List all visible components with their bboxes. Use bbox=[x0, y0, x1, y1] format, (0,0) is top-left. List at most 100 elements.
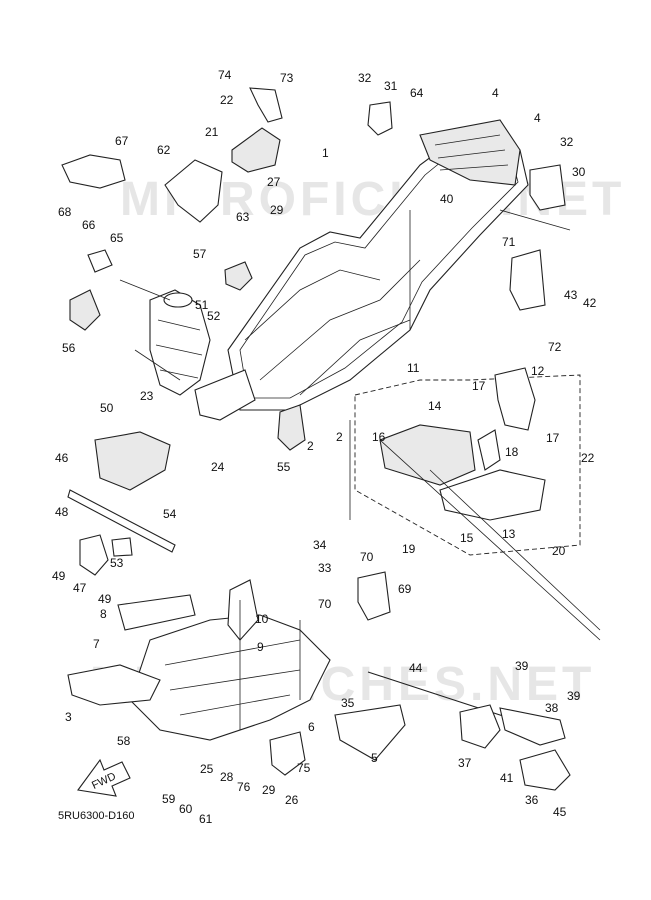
callout-44: 44 bbox=[409, 661, 423, 675]
bracket-46 bbox=[94, 431, 171, 491]
callout-22b: 22 bbox=[581, 451, 595, 465]
diagram-code: 5RU6300-D160 bbox=[58, 810, 134, 822]
callout-48: 48 bbox=[55, 505, 69, 519]
callout-19: 19 bbox=[402, 542, 416, 556]
callout-7: 7 bbox=[93, 637, 100, 651]
callout-34: 34 bbox=[313, 538, 327, 552]
callout-70a: 70 bbox=[360, 550, 374, 564]
callout-24: 24 bbox=[211, 460, 225, 474]
callout-27: 27 bbox=[267, 175, 281, 189]
callout-32b: 32 bbox=[560, 135, 574, 149]
callout-29: 29 bbox=[270, 203, 284, 217]
callout-68: 68 bbox=[58, 205, 72, 219]
group-11-outline bbox=[354, 374, 581, 556]
callout-76: 76 bbox=[237, 780, 251, 794]
callout-74: 74 bbox=[218, 68, 232, 82]
callout-10: 10 bbox=[255, 612, 269, 626]
callout-26: 26 bbox=[285, 793, 299, 807]
callout-70b: 70 bbox=[318, 597, 332, 611]
callout-67: 67 bbox=[115, 134, 129, 148]
callout-2b: 2 bbox=[336, 430, 343, 444]
plate-7 bbox=[117, 594, 196, 631]
callout-49b: 49 bbox=[98, 592, 112, 606]
callout-47: 47 bbox=[73, 581, 87, 595]
callout-33: 33 bbox=[318, 561, 332, 575]
cover-67 bbox=[61, 154, 126, 189]
callout-5: 5 bbox=[371, 751, 378, 765]
callout-15: 15 bbox=[460, 531, 474, 545]
callout-42: 42 bbox=[583, 296, 597, 310]
callout-31: 31 bbox=[384, 79, 398, 93]
callout-56: 56 bbox=[62, 341, 76, 355]
callout-13: 13 bbox=[502, 527, 516, 541]
callout-63: 63 bbox=[236, 210, 250, 224]
callout-18: 18 bbox=[505, 445, 519, 459]
callout-35: 35 bbox=[341, 696, 355, 710]
cover-75 bbox=[269, 731, 306, 776]
bracket-37 bbox=[459, 704, 501, 749]
cover-62 bbox=[164, 159, 223, 223]
callout-21: 21 bbox=[205, 125, 219, 139]
callout-71: 71 bbox=[502, 235, 516, 249]
bracket-31 bbox=[367, 101, 393, 136]
callout-58: 58 bbox=[117, 734, 131, 748]
callout-39a: 39 bbox=[515, 659, 529, 673]
callout-36: 36 bbox=[525, 793, 539, 807]
callout-54: 54 bbox=[163, 507, 177, 521]
callout-30: 30 bbox=[572, 165, 586, 179]
callout-43: 43 bbox=[564, 288, 578, 302]
callout-52: 52 bbox=[207, 309, 221, 323]
stay-65 bbox=[87, 249, 113, 273]
callout-16: 16 bbox=[372, 430, 386, 444]
bar-48 bbox=[67, 489, 176, 553]
callout-51: 51 bbox=[195, 298, 209, 312]
callout-14: 14 bbox=[428, 399, 442, 413]
callout-17a: 17 bbox=[472, 379, 486, 393]
callout-37: 37 bbox=[458, 756, 472, 770]
callout-41: 41 bbox=[500, 771, 514, 785]
bracket-47 bbox=[79, 534, 109, 576]
callout-4a: 4 bbox=[492, 86, 499, 100]
grommet-57 bbox=[224, 261, 253, 291]
arm-38 bbox=[499, 707, 566, 746]
callout-64: 64 bbox=[410, 86, 424, 100]
cover-69 bbox=[357, 571, 391, 621]
callout-1: 1 bbox=[322, 146, 329, 160]
callout-11: 11 bbox=[407, 361, 420, 375]
callout-25: 25 bbox=[200, 762, 214, 776]
stay-73 bbox=[249, 87, 283, 123]
main-frame bbox=[227, 119, 529, 411]
bracket-55 bbox=[277, 404, 306, 451]
plate-5 bbox=[334, 704, 406, 761]
callout-2a: 2 bbox=[307, 439, 314, 453]
callout-9: 9 bbox=[257, 640, 264, 654]
callout-49a: 49 bbox=[52, 569, 66, 583]
callout-3: 3 bbox=[65, 710, 72, 724]
callout-66: 66 bbox=[82, 218, 96, 232]
callout-73: 73 bbox=[280, 71, 294, 85]
stay-18 bbox=[477, 429, 501, 471]
callout-50: 50 bbox=[100, 401, 114, 415]
damper-56 bbox=[69, 289, 101, 331]
bracket-30 bbox=[529, 164, 566, 211]
bracket-21 bbox=[231, 127, 281, 173]
lower-frame bbox=[129, 579, 331, 741]
callout-55: 55 bbox=[277, 460, 291, 474]
callout-12: 12 bbox=[531, 364, 545, 378]
cover-14 bbox=[379, 424, 476, 486]
callout-69: 69 bbox=[398, 582, 412, 596]
callout-72: 72 bbox=[548, 340, 562, 354]
bracket-53 bbox=[111, 537, 133, 557]
bracket-12 bbox=[494, 367, 536, 431]
callout-17b: 17 bbox=[546, 431, 560, 445]
callout-39b: 39 bbox=[567, 689, 581, 703]
callout-labels: 74 73 22 21 32 31 64 4 4 32 1 30 67 62 2… bbox=[52, 68, 597, 826]
callout-22: 22 bbox=[220, 93, 234, 107]
callout-4b: 4 bbox=[534, 111, 541, 125]
callout-59: 59 bbox=[162, 792, 176, 806]
callout-46: 46 bbox=[55, 451, 69, 465]
callout-40: 40 bbox=[440, 192, 454, 206]
callout-32: 32 bbox=[358, 71, 372, 85]
assembly-lines bbox=[119, 209, 601, 730]
